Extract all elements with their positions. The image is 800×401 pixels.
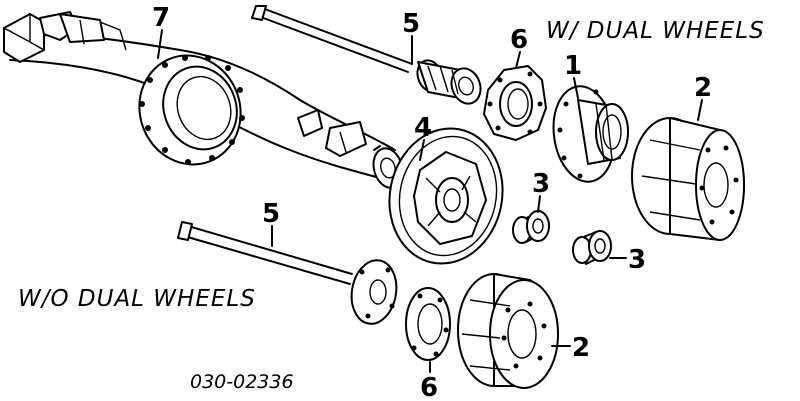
callout-3-bearing-upper: 3 (532, 169, 550, 199)
callout-7-axle-housing: 7 (152, 3, 170, 33)
brake-drum-upper (631, 117, 745, 241)
callout-5-axle-shaft-lower: 5 (262, 199, 280, 229)
backing-plate (388, 127, 504, 265)
bearing-upper (512, 210, 550, 244)
brake-drum-lower (457, 273, 559, 389)
leader-lines (157, 29, 703, 373)
callout-5-axle-shaft-upper: 5 (402, 9, 420, 39)
callout-2-drum-lower: 2 (572, 333, 590, 363)
gasket-upper (483, 65, 547, 141)
callout-6-gasket-upper: 6 (510, 25, 528, 55)
caption-with-dual-wheels: W/ DUAL WHEELS (546, 18, 765, 44)
gasket-lower (405, 287, 451, 361)
axle-shaft-upper (251, 5, 482, 105)
hub (552, 85, 629, 183)
diagram-code: 030-02336 (190, 371, 294, 393)
callout-6-gasket-lower: 6 (420, 373, 438, 401)
axle-shaft-lower (177, 221, 398, 325)
callout-3-bearing-lower: 3 (628, 245, 646, 275)
callout-1-hub: 1 (564, 51, 582, 81)
callout-2-drum-upper: 2 (694, 73, 712, 103)
bearing-lower (572, 230, 612, 265)
caption-without-dual-wheels: W/O DUAL WHEELS (18, 286, 256, 312)
callout-4-backing-plate: 4 (414, 113, 432, 143)
